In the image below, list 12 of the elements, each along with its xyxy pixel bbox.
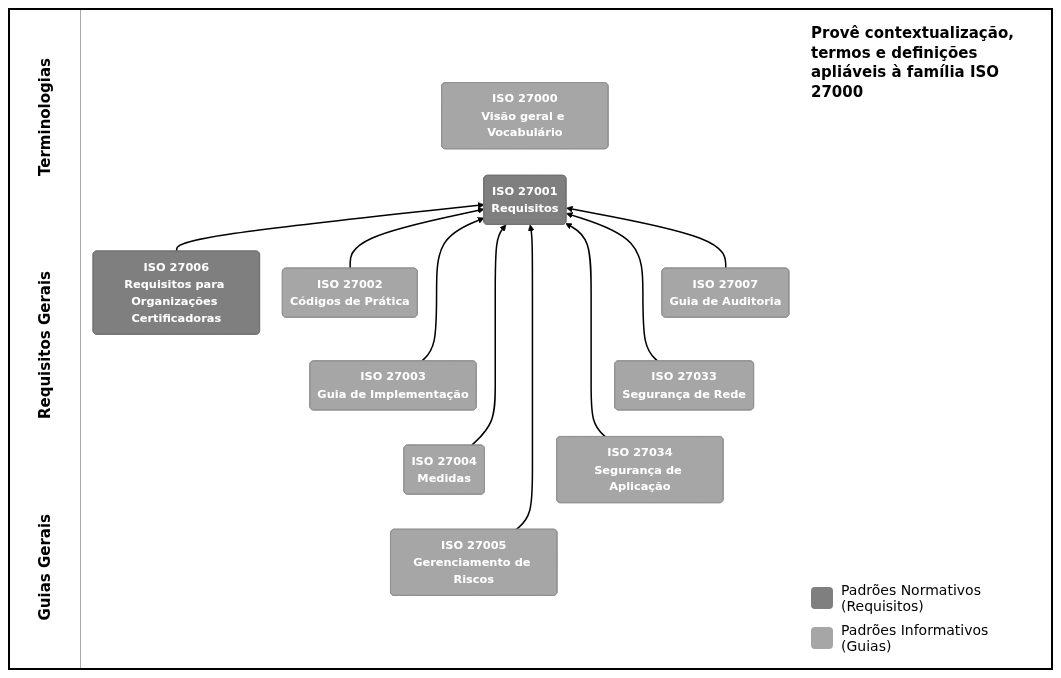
arrow — [565, 223, 607, 438]
arrow — [566, 212, 659, 362]
legend-label: Padrões Informativos (Guias) — [841, 622, 990, 654]
section-label: Requisitos Gerais — [36, 270, 54, 419]
section-label: Terminologias — [36, 57, 54, 176]
arrow — [566, 205, 727, 270]
arrow — [420, 217, 485, 362]
legend-label: Padrões Normativos (Requisitos) — [841, 582, 982, 614]
arrow — [349, 207, 485, 270]
section-label: Guias Gerais — [36, 513, 54, 621]
description-note: Provê contextualização, termos e definições apliáveis à família ISO 27000 — [811, 24, 1015, 102]
arrow — [515, 224, 535, 531]
